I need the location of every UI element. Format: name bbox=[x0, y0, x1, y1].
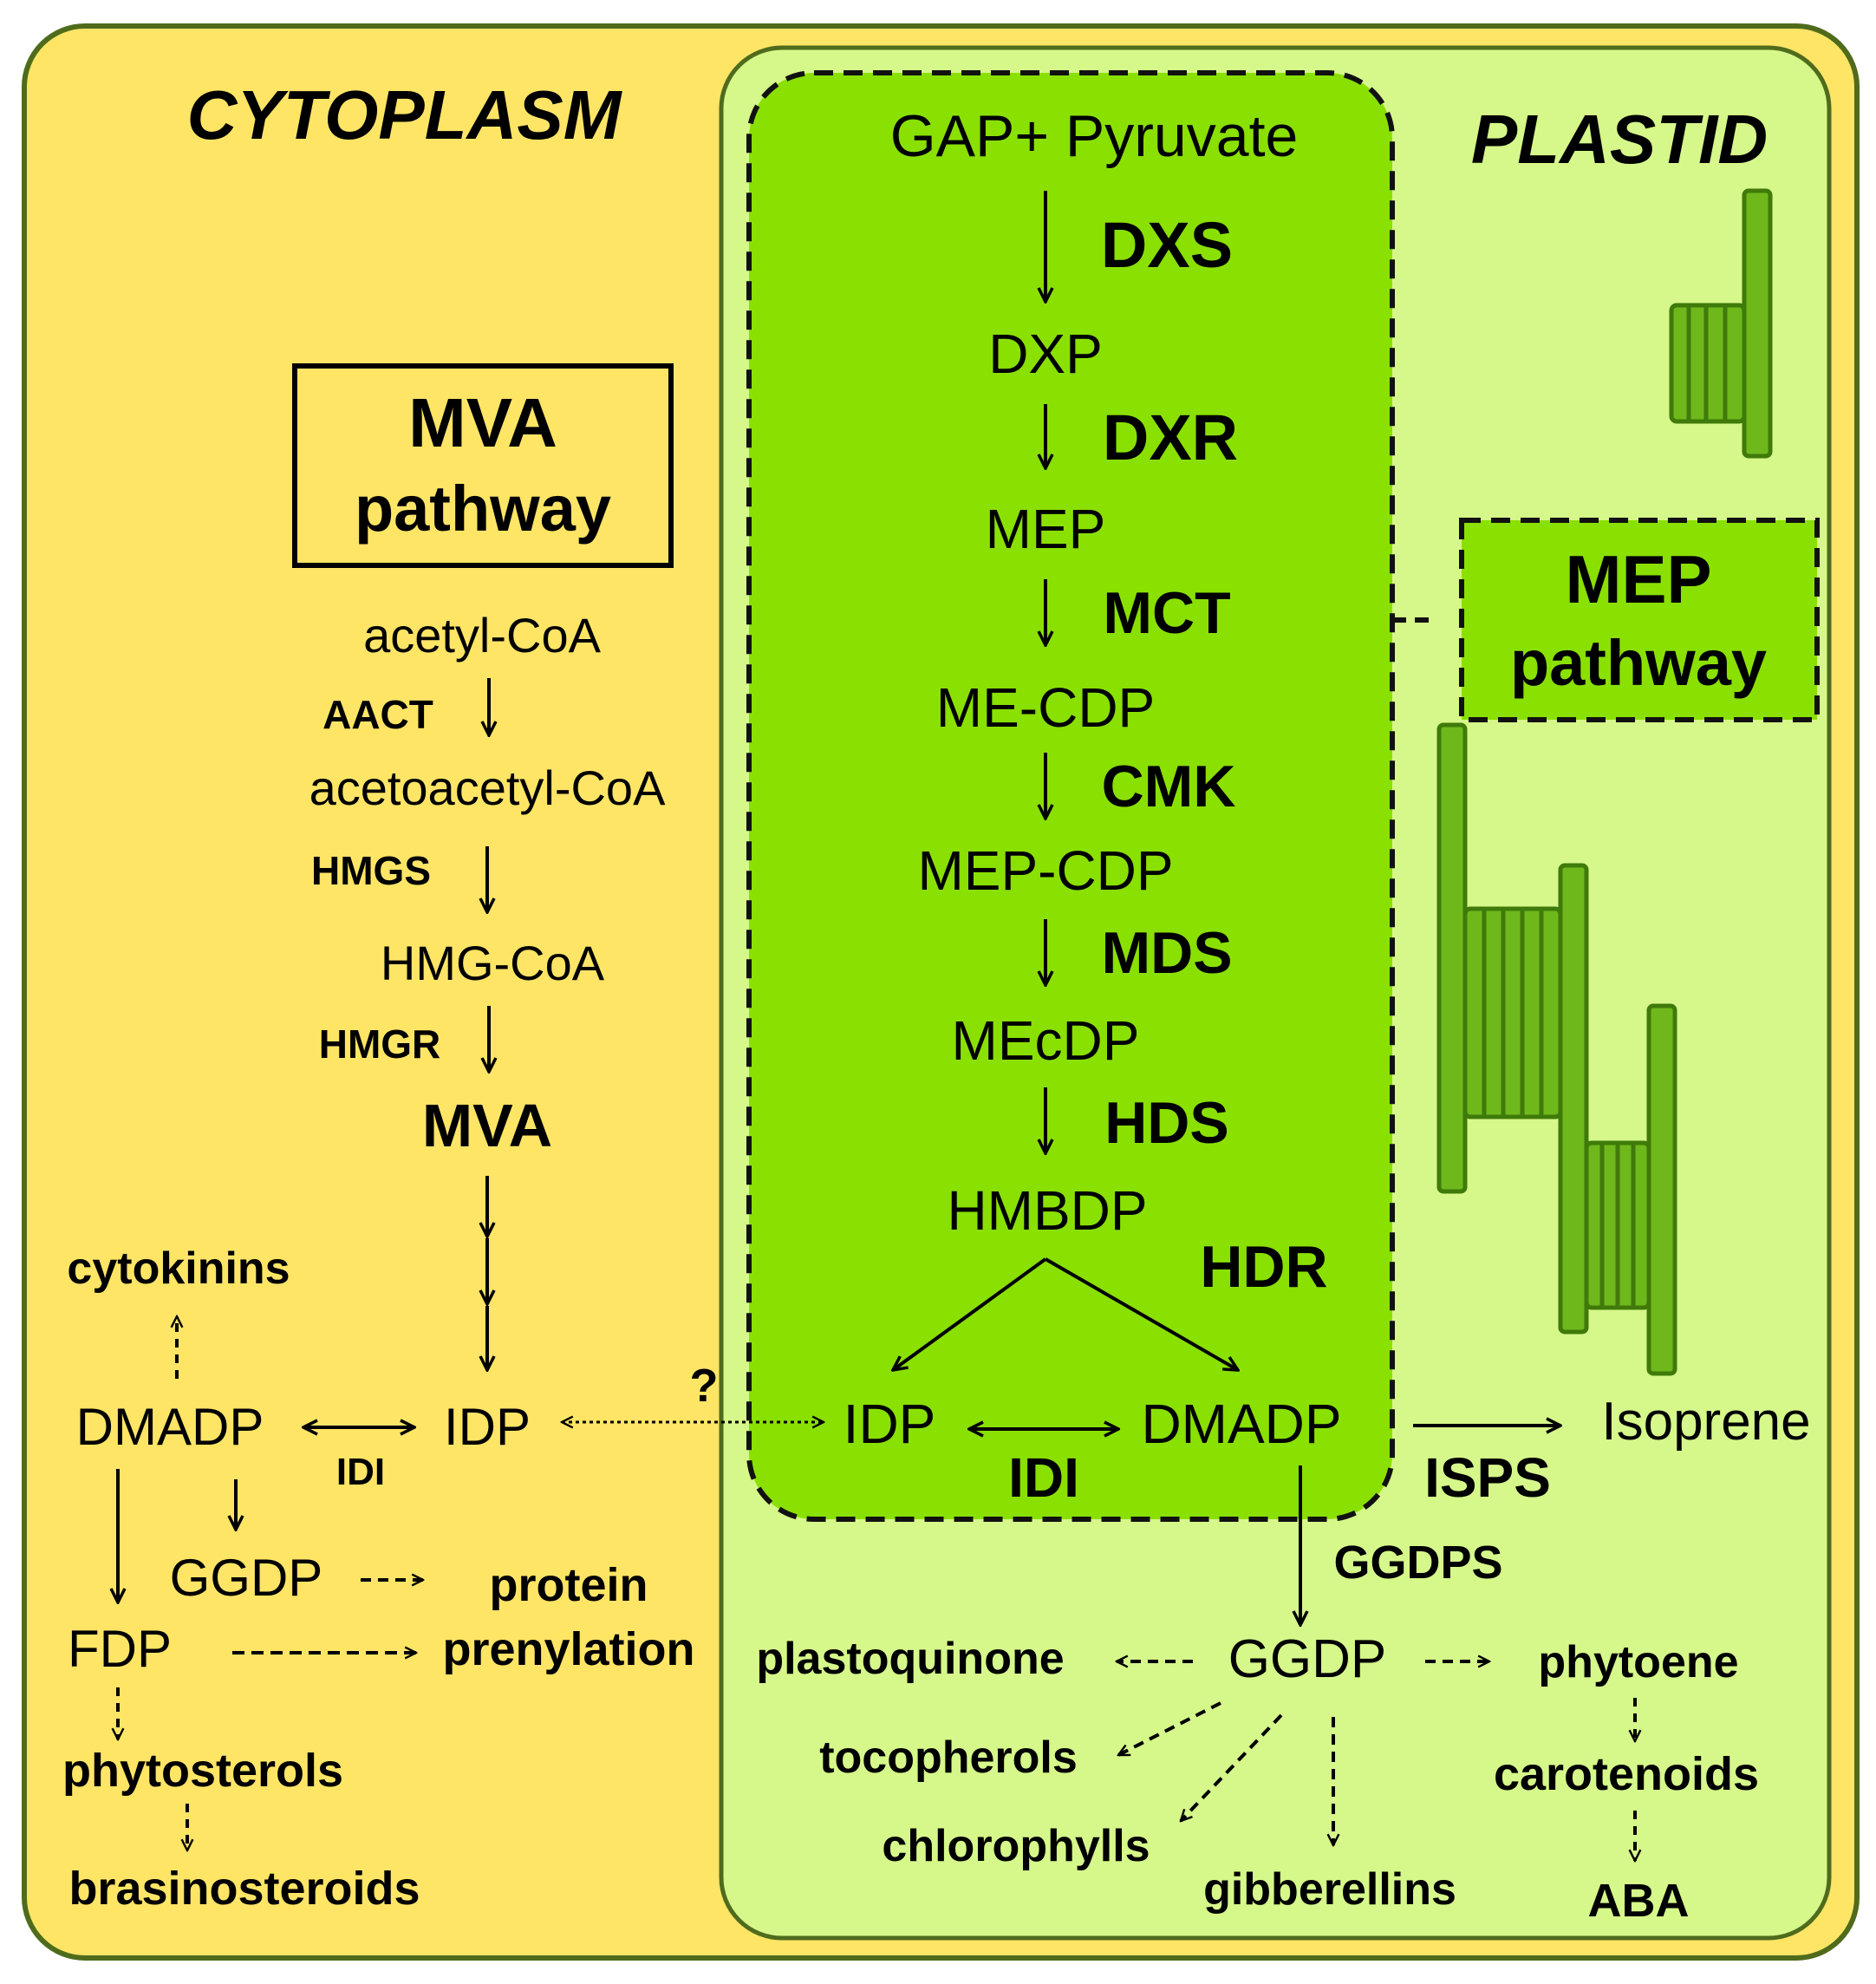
hmg-coa-label: HMG-CoA bbox=[381, 936, 605, 990]
ggdps-label: GGDPS bbox=[1333, 1537, 1502, 1589]
plastid-title: PLASTID bbox=[1471, 101, 1768, 178]
mds-label: MDS bbox=[1101, 920, 1232, 986]
mecdp-label: MEcDP bbox=[952, 1009, 1140, 1072]
mva-label: MVA bbox=[422, 1092, 552, 1159]
mep-label: MEP bbox=[986, 498, 1106, 560]
gap-pyruvate-label: GAP+ Pyruvate bbox=[890, 103, 1299, 169]
plastid-idp-label: IDP bbox=[844, 1393, 936, 1455]
mva-pathway-box bbox=[292, 363, 674, 568]
dxs-label: DXS bbox=[1101, 209, 1233, 281]
me-cdp-label: ME-CDP bbox=[936, 676, 1155, 739]
dxp-label: DXP bbox=[988, 323, 1103, 385]
phytosterols-label: phytosterols bbox=[62, 1745, 343, 1797]
gibberellins-label: gibberellins bbox=[1203, 1864, 1456, 1915]
hmgs-label: HMGS bbox=[311, 848, 431, 893]
cyto-idp-label: IDP bbox=[444, 1398, 531, 1456]
plastid-ggdp-label: GGDP bbox=[1228, 1629, 1387, 1689]
prenylation-label: prenylation bbox=[442, 1623, 694, 1675]
isps-label: ISPS bbox=[1424, 1446, 1551, 1509]
mep-box-line1: MEP bbox=[1565, 541, 1711, 617]
acetoacetyl-coa-label: acetoacetyl-CoA bbox=[309, 760, 667, 815]
hmgr-label: HMGR bbox=[319, 1021, 441, 1067]
thylakoid-graphic bbox=[1436, 188, 1773, 1376]
hds-label: HDS bbox=[1104, 1090, 1229, 1156]
hmbdp-label: HMBDP bbox=[947, 1179, 1147, 1242]
protein-label: protein bbox=[490, 1559, 648, 1611]
cyto-idi-label: IDI bbox=[336, 1451, 385, 1493]
plastid-idi-label: IDI bbox=[1008, 1446, 1079, 1509]
plastid-dmadp-label: DMADP bbox=[1141, 1393, 1341, 1455]
cyto-ggdp-label: GGDP bbox=[170, 1549, 323, 1607]
question-mark: ? bbox=[690, 1360, 719, 1412]
mep-box-line2: pathway bbox=[1510, 627, 1767, 699]
brasinosteroids-label: brasinosteroids bbox=[68, 1863, 420, 1915]
phytoene-label: phytoene bbox=[1538, 1637, 1738, 1687]
hdr-label: HDR bbox=[1200, 1234, 1327, 1300]
dxr-label: DXR bbox=[1103, 401, 1238, 473]
chlorophylls-label: chlorophylls bbox=[882, 1821, 1150, 1871]
mva-box-line1: MVA bbox=[408, 384, 557, 461]
cytoplasm-title: CYTOPLASM bbox=[187, 76, 623, 153]
mva-box-line2: pathway bbox=[355, 473, 611, 545]
carotenoids-label: carotenoids bbox=[1494, 1748, 1759, 1800]
aact-label: AACT bbox=[322, 692, 433, 737]
acetyl-coa-label: acetyl-CoA bbox=[363, 608, 602, 662]
mep-cdp-label: MEP-CDP bbox=[917, 839, 1173, 902]
mep-pathway-box bbox=[1459, 518, 1820, 722]
isoprene-label: Isoprene bbox=[1601, 1392, 1810, 1452]
cytokinins-label: cytokinins bbox=[67, 1243, 290, 1294]
mep-core-region bbox=[746, 70, 1395, 1522]
mct-label: MCT bbox=[1103, 580, 1230, 646]
plastoquinone-label: plastoquinone bbox=[756, 1634, 1064, 1684]
fdp-label: FDP bbox=[68, 1620, 172, 1678]
aba-label: ABA bbox=[1588, 1875, 1690, 1927]
tocopherols-label: tocopherols bbox=[819, 1733, 1078, 1783]
cyto-dmadp-label: DMADP bbox=[76, 1398, 264, 1456]
cmk-label: CMK bbox=[1102, 754, 1236, 819]
